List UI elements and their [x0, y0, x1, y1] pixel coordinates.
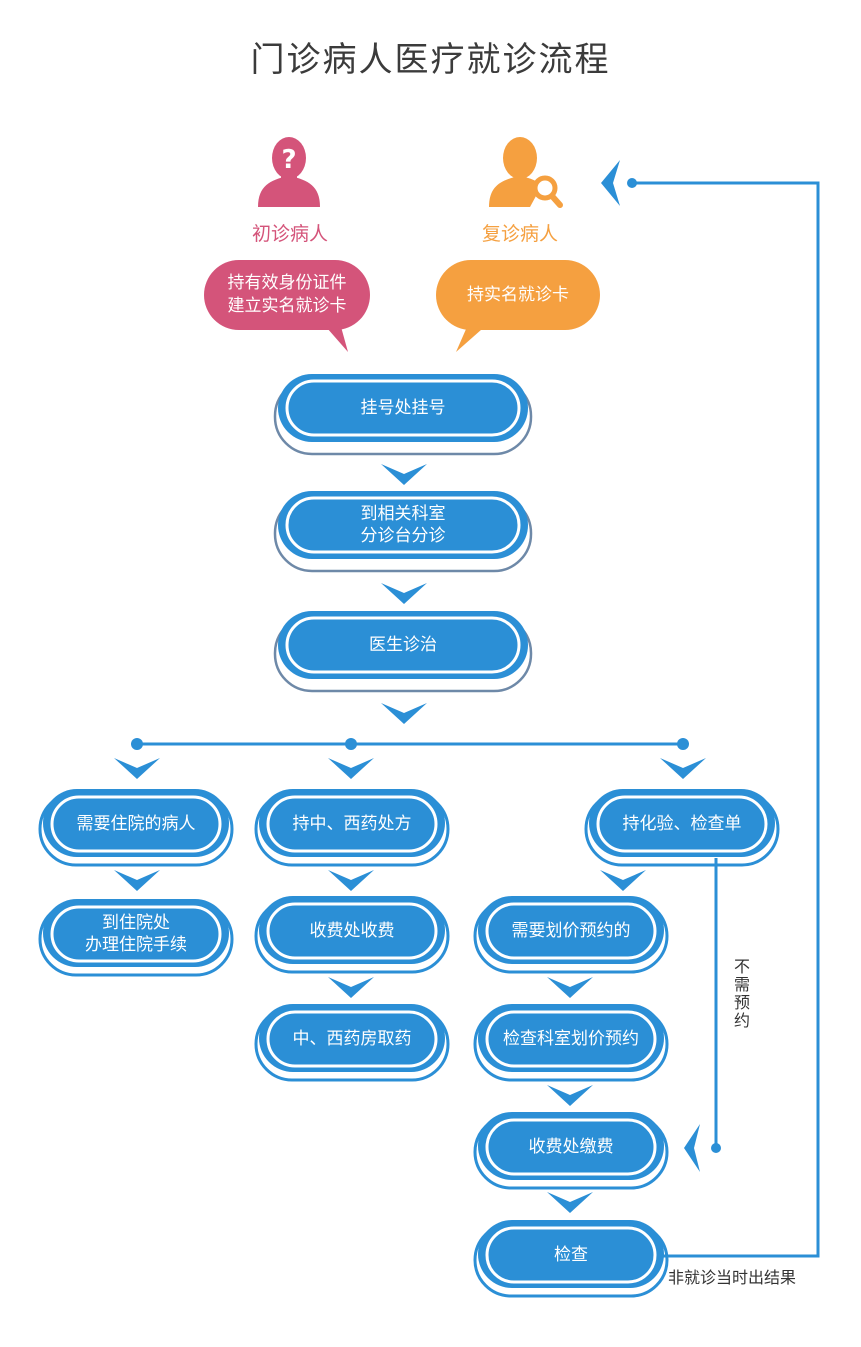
exam-step5: 检查: [554, 1245, 588, 1265]
medicine-step3-pill: [254, 1004, 450, 1082]
new-patient-bubble-line1: 持有效身份证件: [227, 273, 347, 293]
loop-back-note: 非就诊当时出结果: [668, 1268, 797, 1287]
hospital-step2-pill: [38, 899, 234, 977]
return-patient-label: 复诊病人: [481, 223, 558, 245]
exam-step3-pill: [473, 1004, 669, 1082]
medicine-step1: 持中、西药处方: [292, 814, 412, 834]
branch-connector: [131, 738, 689, 750]
chevron-down-icon: [381, 464, 427, 724]
exam-step3: 检查科室划价预约: [503, 1029, 639, 1049]
person-question-icon: ?: [258, 137, 320, 207]
chevron-left-icon: [601, 160, 620, 206]
exam-step1-pill: [584, 789, 780, 867]
person-search-icon: [489, 137, 563, 208]
triage-step: 到相关科室 分诊台分诊: [287, 498, 519, 552]
exam-step4: 收费处缴费: [528, 1137, 614, 1157]
medicine-step3: 中、西药房取药: [292, 1029, 412, 1049]
new-patient-bubble-line2: 建立实名就诊卡: [227, 296, 347, 316]
return-patient-bubble-text: 持实名就诊卡: [467, 284, 569, 305]
hospital-step1-pill: [38, 789, 234, 867]
new-patient-label: 初诊病人: [251, 223, 328, 245]
no-appointment-note: 不需预约: [731, 958, 750, 1030]
medicine-step2-pill: [254, 896, 450, 974]
new-patient-bubble: [204, 260, 370, 352]
exam-step1: 持化验、检查单: [622, 814, 742, 834]
exam-step2-pill: [473, 896, 669, 974]
return-patient-bubble: [436, 260, 600, 352]
loop-back-connector: [632, 181, 820, 1258]
hospital-step2-line2: 办理住院手续: [85, 935, 187, 955]
medicine-step2: 收费处收费: [309, 921, 395, 941]
triage-step-line2: 分诊台分诊: [360, 526, 446, 546]
exam-step5-pill: [473, 1220, 669, 1298]
exam-step2: 需要划价预约的: [511, 921, 631, 941]
page-title: 门诊病人医疗就诊流程: [250, 40, 611, 80]
svg-text:?: ?: [281, 145, 296, 175]
medicine-step1-pill: [254, 789, 450, 867]
triage-step-line1: 到相关科室: [360, 504, 446, 524]
hospital-step2-line1: 到住院处: [102, 913, 170, 933]
hospital-step1: 需要住院的病人: [76, 814, 196, 834]
hospital-step2: 到住院处 办理住院手续: [52, 907, 220, 961]
new-patient-bubble-text: 持有效身份证件 建立实名就诊卡: [204, 260, 370, 330]
doctor-step: 医生诊治: [369, 635, 437, 655]
register-step: 挂号处挂号: [360, 398, 446, 418]
chevron-left-icon: [684, 1124, 700, 1172]
exam-step4-pill: [473, 1112, 669, 1190]
